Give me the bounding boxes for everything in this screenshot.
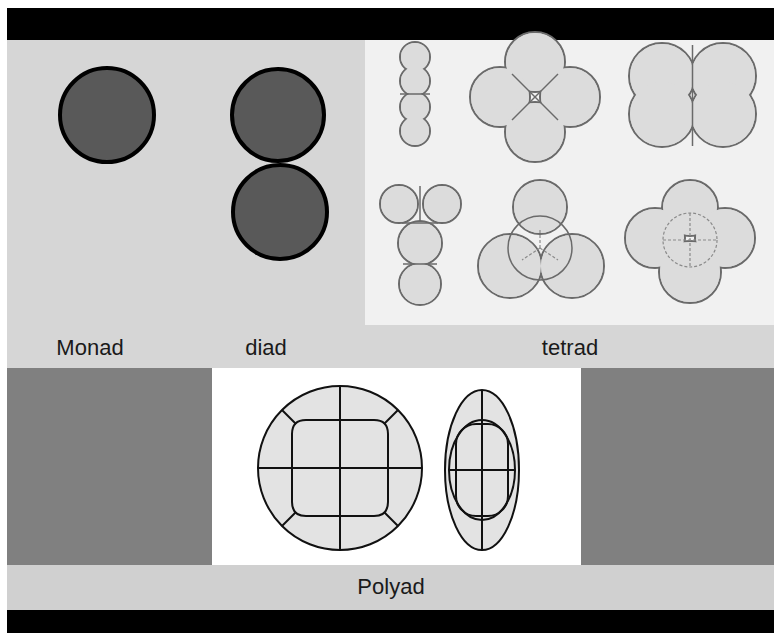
cell-wall xyxy=(663,239,717,240)
tetrad-cell xyxy=(399,222,441,264)
cell-wall xyxy=(400,93,430,95)
cell-wall xyxy=(512,97,535,120)
tetrad-cell xyxy=(401,43,429,71)
cell-wall xyxy=(258,467,422,469)
diad-grain xyxy=(233,165,327,259)
cell-wall xyxy=(384,512,398,526)
cell-walls xyxy=(512,74,558,120)
polyad-outline xyxy=(258,386,422,550)
cell-wall xyxy=(402,222,438,224)
monad-grain xyxy=(60,68,154,162)
cell-walls xyxy=(402,186,438,264)
cell-wall xyxy=(403,263,437,265)
lower-panel xyxy=(7,368,774,565)
hidden-cell xyxy=(663,213,717,267)
decussate-tetrad-fill xyxy=(630,44,755,146)
t-shaped-tetrad xyxy=(380,185,461,305)
cell-wall xyxy=(692,45,694,146)
cell-wall xyxy=(282,410,296,424)
tetrad-cell xyxy=(478,234,542,298)
tetrad-cell xyxy=(424,186,460,222)
tetrahedral-tetrad-fill xyxy=(479,181,603,297)
polyad-outline xyxy=(445,390,519,550)
figure-label: Monad xyxy=(56,335,123,361)
hidden-walls xyxy=(663,213,717,267)
tetrad-cell xyxy=(400,116,430,146)
linear-tetrad xyxy=(400,42,430,146)
polyad-top-view xyxy=(258,386,422,550)
tetrad-cell xyxy=(479,235,541,297)
tetrad-cell xyxy=(401,93,429,121)
tetrad-cell xyxy=(423,185,461,223)
rhomboidal-tetrad xyxy=(625,180,755,303)
bottom-bar xyxy=(7,610,774,633)
tetrad-cell xyxy=(398,221,442,265)
t-shaped-tetrad-fill xyxy=(381,186,460,304)
cell-wall xyxy=(419,186,421,221)
cell-wall xyxy=(384,410,398,424)
top-bar xyxy=(7,8,774,40)
tetrad-cell xyxy=(399,263,441,305)
tetrad-panel xyxy=(365,40,774,325)
tetrad-cell xyxy=(691,82,755,146)
figure-label: diad xyxy=(245,335,287,361)
tetragonal-tetrad xyxy=(470,32,600,162)
cell-wall xyxy=(522,248,540,260)
figure-label: tetrad xyxy=(542,335,598,361)
tetrad-cell xyxy=(401,67,429,95)
polyad-side-view xyxy=(445,390,519,550)
cell-wall xyxy=(540,248,558,260)
tetrad-cell xyxy=(514,181,566,233)
tetrad-cell xyxy=(630,82,694,146)
hidden-walls xyxy=(522,230,558,260)
hidden-cell xyxy=(508,216,572,280)
polyad-panel xyxy=(212,368,581,565)
tetrad-cell xyxy=(400,66,430,96)
cell-wall xyxy=(282,512,296,526)
rhomboidal-tetrad-fill xyxy=(626,181,754,302)
cell-wall xyxy=(535,97,558,120)
cell-wall xyxy=(512,74,535,97)
cell-wall xyxy=(539,230,540,248)
cell-wall xyxy=(449,469,515,471)
upper-panel xyxy=(7,40,774,368)
decussate-tetrad xyxy=(629,43,756,147)
tetragonal-tetrad-fill xyxy=(471,33,599,161)
linear-tetrad-fill xyxy=(401,43,429,145)
tetrad-cell xyxy=(506,103,564,161)
diad-grain xyxy=(232,69,324,161)
tetrad-cell xyxy=(401,117,429,145)
tetrahedral-tetrad xyxy=(478,180,604,298)
figure-label: Polyad xyxy=(357,574,424,600)
tetrad-cell xyxy=(381,186,417,222)
label-band xyxy=(7,565,774,610)
tetrad-cell xyxy=(513,180,567,234)
tetrad-cell xyxy=(400,264,440,304)
cell-wall xyxy=(535,74,558,97)
tetrad-cell xyxy=(380,185,418,223)
